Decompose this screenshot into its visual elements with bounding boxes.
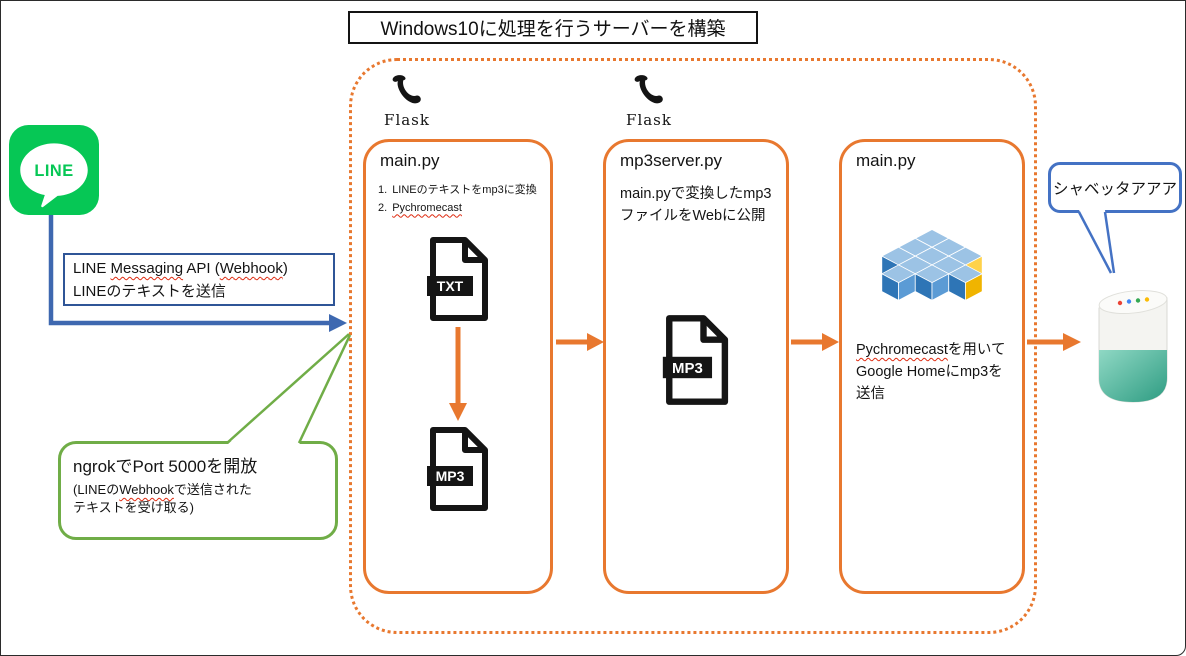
box1-steps: 1. LINEのテキストをmp3に変換 2. Pychromecast (378, 182, 537, 217)
blue-webhook-arrowhead (329, 314, 347, 332)
arrowhead-box3-home (1063, 333, 1081, 351)
box2-description: main.pyで変換したmp3 ファイルをWebに公開 (620, 186, 772, 224)
flask-label: Flask (384, 111, 430, 129)
led-dot-green (1135, 298, 1141, 303)
ngrok-tail-line-right (297, 334, 352, 444)
box1-step-2: 2. Pychromecast (378, 201, 462, 214)
led-dot-red (1117, 300, 1123, 306)
diagram-title-box: Windows10に処理を行うサーバーを構築 (348, 11, 758, 44)
box1-title: main.py (380, 151, 440, 170)
diagram-title: Windows10に処理を行うサーバーを構築 (380, 19, 726, 40)
speech-tail-fill (1079, 210, 1113, 273)
mp3-file-icon: MP3 (427, 427, 488, 511)
api-box-line1: LINE Messaging API (Webhook) (73, 260, 288, 277)
google-home-device (1098, 289, 1168, 403)
box-mainpy-converter: main.py 1. LINEのテキストをmp3に変換 2. Pychromec… (363, 139, 553, 594)
speech-tail-line-right (1103, 211, 1116, 274)
txt-file-label: TXT (437, 278, 464, 294)
google-home-speech-bubble: シャベッタアアア (1048, 162, 1182, 213)
box3-title: main.py (856, 151, 916, 170)
flask-logo-1: Flask (377, 73, 437, 129)
txt-file-icon: TXT (427, 237, 488, 321)
mp3-file-icon: MP3 (662, 315, 729, 405)
python-cubes-logo (880, 229, 984, 302)
box1-step-1: 1. LINEのテキストをmp3に変換 (378, 184, 537, 196)
ngrok-subtext: (LINEのWebhookで送信された テキストを受け取る) (73, 482, 252, 516)
ngrok-title: ngrokでPort 5000を開放 (73, 457, 258, 476)
box-mp3server: mp3server.py main.pyで変換したmp3 ファイルをWebに公開… (603, 139, 789, 594)
flask-horn-icon (392, 75, 421, 104)
api-box-line2: LINEのテキストを送信 (73, 282, 226, 300)
line-logo-text: LINE (34, 162, 73, 180)
speech-text: シャベッタアアア (1052, 180, 1177, 198)
mp3-file-label: MP3 (436, 468, 465, 484)
line-api-label-box: LINE Messaging API (Webhook) LINEのテキストを送… (63, 253, 335, 306)
flask-horn-icon (634, 75, 663, 104)
ngrok-tail-fill (227, 334, 349, 445)
box2-title: mp3server.py (620, 151, 723, 170)
flask-logo-2: Flask (619, 73, 679, 129)
speech-tail-line-left (1077, 211, 1113, 274)
mp3-file-label: MP3 (672, 360, 703, 377)
led-dot-yellow (1144, 297, 1150, 302)
ngrok-callout: ngrokでPort 5000を開放 (LINEのWebhookで送信された テ… (58, 441, 338, 540)
box3-description: Pychromecastを用いて Google Homeにmp3を 送信 (856, 342, 1006, 402)
ngrok-tail-line-left (226, 333, 350, 444)
flask-label: Flask (626, 111, 672, 129)
led-dot-blue (1126, 299, 1132, 304)
line-app-icon: LINE (9, 125, 99, 215)
box-mainpy-cast: main.py (839, 139, 1025, 594)
